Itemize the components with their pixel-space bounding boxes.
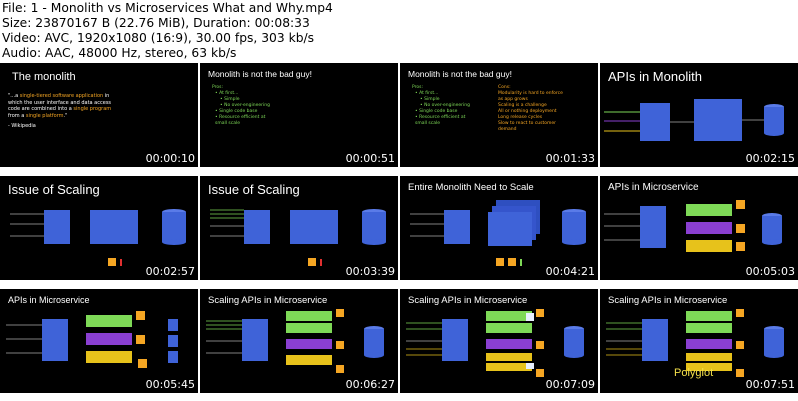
timestamp: 00:02:57 xyxy=(145,265,195,278)
thumbnail-8[interactable]: APIs in Microservice 00:05:03 xyxy=(600,176,798,280)
slide-title: Issue of Scaling xyxy=(208,182,300,197)
slide-title: APIs in Monolith xyxy=(608,69,702,84)
thumbnail-3[interactable]: Monolith is not the bad guy! Pros: • At … xyxy=(400,63,598,167)
thumbnail-10[interactable]: Scaling APIs in Microservice 00:06:27 xyxy=(200,289,398,393)
timestamp: 00:07:51 xyxy=(745,378,795,391)
scaling-diagram xyxy=(10,209,186,266)
monolith-scale-diagram xyxy=(410,200,586,266)
scaling-microservice-diagram xyxy=(606,309,784,377)
slide-title: Scaling APIs in Microservice xyxy=(208,295,328,306)
microservice-diagram xyxy=(6,311,178,368)
slide-title: Scaling APIs in Microservice xyxy=(608,295,728,306)
thumbnail-6[interactable]: Issue of Scaling 00:03:39 xyxy=(200,176,398,280)
video-info: Video: AVC, 1920x1080 (16:9), 30.00 fps,… xyxy=(2,31,315,45)
timestamp: 00:02:15 xyxy=(745,152,795,165)
scaling-diagram xyxy=(210,209,386,266)
timestamp: 00:06:27 xyxy=(345,378,395,391)
polyglot-label: Polyglot xyxy=(674,367,714,379)
audio-info: Audio: AAC, 48000 Hz, stereo, 63 kb/s xyxy=(2,46,237,60)
timestamp: 00:05:03 xyxy=(745,265,795,278)
thumbnail-4[interactable]: APIs in Monolith 00:02:15 xyxy=(600,63,798,167)
slide-title: APIs in Microservice xyxy=(608,182,699,193)
cons-list: Cons: Modularity is hard to enforce as a… xyxy=(498,85,563,132)
thumbnail-9[interactable]: APIs in Microservice 00:05:45 xyxy=(0,289,198,393)
timestamp: 00:05:45 xyxy=(145,378,195,391)
microservice-diagram xyxy=(604,200,782,252)
slide-title: APIs in Microservice xyxy=(8,295,90,305)
timestamp: 00:07:09 xyxy=(545,378,595,391)
timestamp: 00:00:10 xyxy=(145,152,195,165)
file-size: Size: 23870167 B (22.76 MiB), Duration: … xyxy=(2,16,310,30)
file-name: File: 1 - Monolith vs Microservices What… xyxy=(2,1,333,15)
slide-title: Monolith is not the bad guy! xyxy=(408,69,512,79)
thumbnail-11[interactable]: Scaling APIs in Microservice 00:07:09 xyxy=(400,289,598,393)
slide-title: Issue of Scaling xyxy=(8,182,100,197)
slide-title: Monolith is not the bad guy! xyxy=(208,69,312,79)
quote-source: - Wikipedia xyxy=(8,123,36,129)
pros-list: Pros: • At first... • Simple • No over-e… xyxy=(212,85,270,126)
timestamp: 00:04:21 xyxy=(545,265,595,278)
slide-title: Scaling APIs in Microservice xyxy=(408,295,528,306)
scaling-microservice-diagram xyxy=(206,309,384,373)
thumbnail-5[interactable]: Issue of Scaling 00:02:57 xyxy=(0,176,198,280)
pros-list: Pros: • At first... • Simple • No over-e… xyxy=(412,85,470,126)
monolith-diagram xyxy=(604,99,784,141)
timestamp: 00:01:33 xyxy=(545,152,595,165)
thumbnail-1[interactable]: The monolith "...a single-tiered softwar… xyxy=(0,63,198,167)
thumbnail-12[interactable]: Scaling APIs in Microservice Polyglot 00… xyxy=(600,289,798,393)
file-info: File: 1 - Monolith vs Microservices What… xyxy=(2,1,333,61)
timestamp: 00:00:51 xyxy=(345,152,395,165)
slide-title: Entire Monolith Need to Scale xyxy=(408,182,534,193)
slide-title: The monolith xyxy=(12,71,76,83)
thumbnail-7[interactable]: Entire Monolith Need to Scale 00:04:21 xyxy=(400,176,598,280)
timestamp: 00:03:39 xyxy=(345,265,395,278)
scaling-microservice-diagram xyxy=(406,309,584,377)
thumbnail-2[interactable]: Monolith is not the bad guy! Pros: • At … xyxy=(200,63,398,167)
quote-text: "...a single-tiered software application… xyxy=(8,93,118,130)
